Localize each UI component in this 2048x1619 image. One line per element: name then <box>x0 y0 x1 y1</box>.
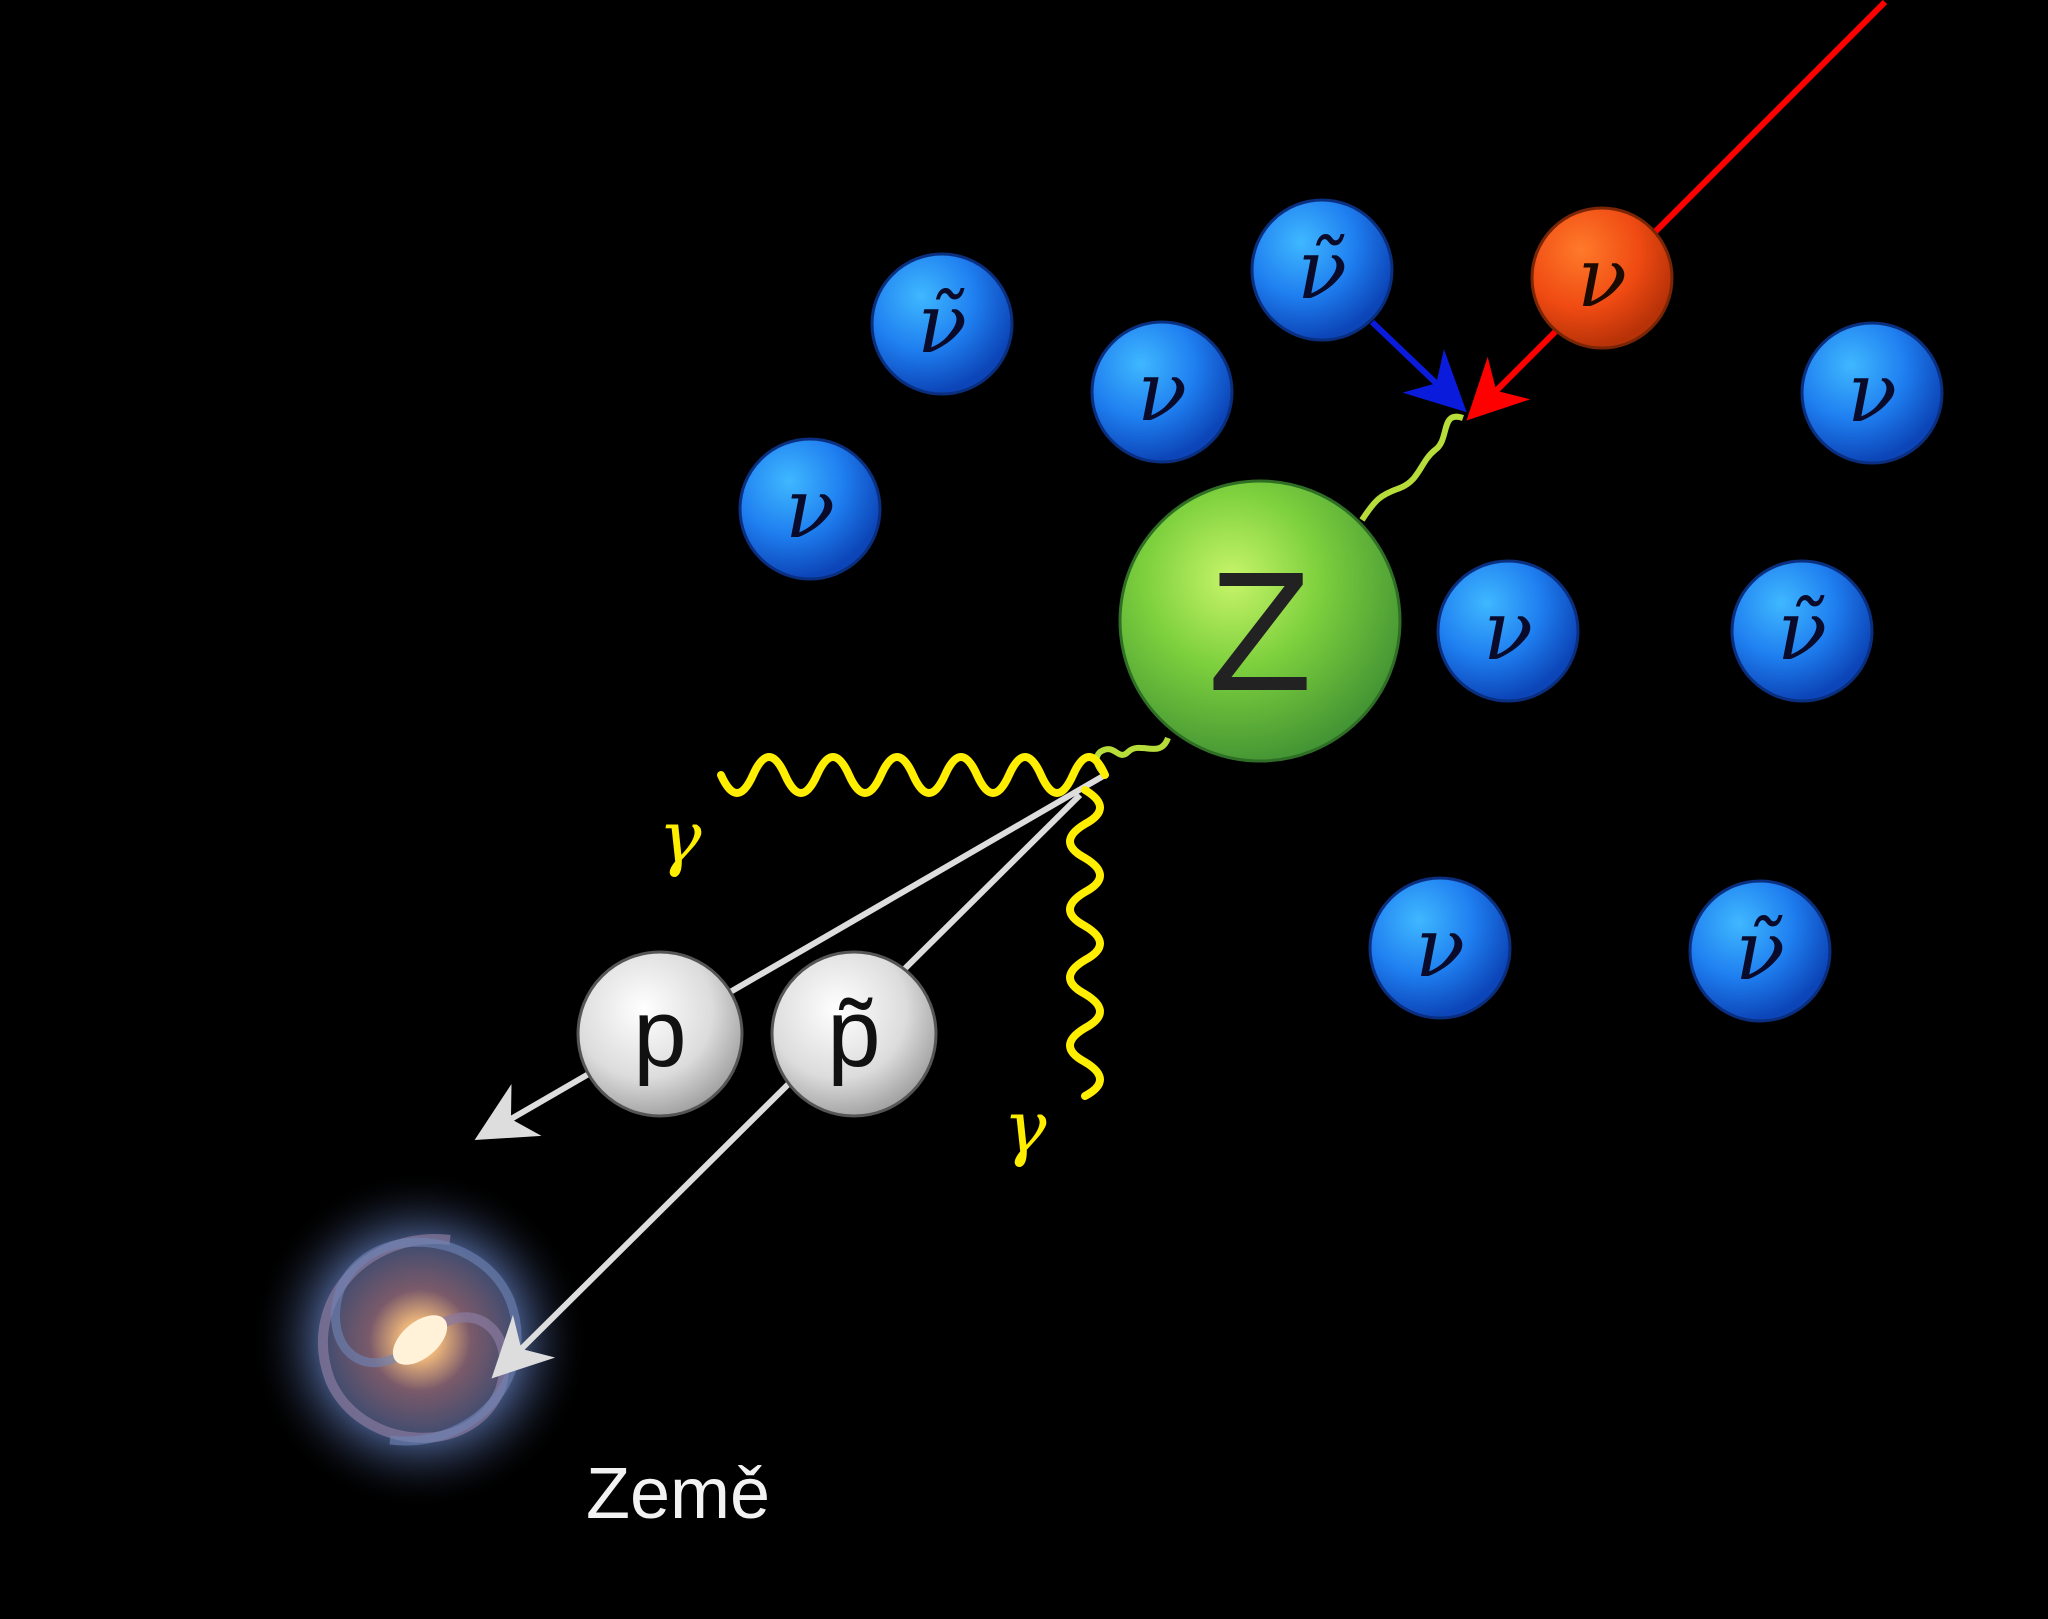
antiproton-label: p̃ <box>827 980 880 1087</box>
galaxy-image <box>250 1170 590 1510</box>
incoming-neutrino-particle: ν <box>1530 206 1674 350</box>
z-boson: Z <box>1118 479 1402 763</box>
neutrino-particle: ν <box>1436 559 1580 703</box>
photon-label-left: γ <box>658 795 702 879</box>
neutrino-particle: ν <box>1090 320 1234 464</box>
antineutrino-arrow <box>1369 319 1467 413</box>
incoming-neutrino-arrow <box>1466 0 1888 421</box>
particle-symbol: ν <box>1137 345 1187 440</box>
particle-symbol: ν <box>1847 346 1897 441</box>
neutrino-particle: ν <box>738 437 882 581</box>
particle-symbol: ν <box>1415 901 1465 996</box>
photon-label-bottom: γ <box>1003 1085 1047 1169</box>
proton: p <box>576 950 744 1118</box>
earth-label: Země <box>586 1454 770 1534</box>
particle-symbol: ν̃ <box>1735 904 1785 999</box>
z-boson-label: Z <box>1208 537 1312 727</box>
neutrino-particle: ν <box>1368 876 1512 1020</box>
proton-label: p <box>633 980 686 1087</box>
photon-wave-vertical <box>1066 786 1104 1100</box>
particle-symbol: ν <box>785 462 835 557</box>
antineutrino-particle: ν̃ <box>1730 559 1874 703</box>
antineutrino-particle: ν̃ <box>870 252 1014 396</box>
antineutrino-particle: ν̃ <box>1688 879 1832 1023</box>
antiproton: p̃ <box>770 950 938 1118</box>
photon-wave-horizontal <box>717 753 1109 797</box>
particle-symbol: ν <box>1483 584 1533 679</box>
particle-symbol: ν <box>1577 231 1627 326</box>
neutrino-particle: ν <box>1800 321 1944 465</box>
particle-symbol: ν̃ <box>1777 584 1827 679</box>
particle-symbol: ν̃ <box>917 277 967 372</box>
antineutrino-particle: ν̃ <box>1250 198 1394 342</box>
particle-symbol: ν̃ <box>1297 223 1347 318</box>
z-propagator-upper <box>1359 413 1464 522</box>
